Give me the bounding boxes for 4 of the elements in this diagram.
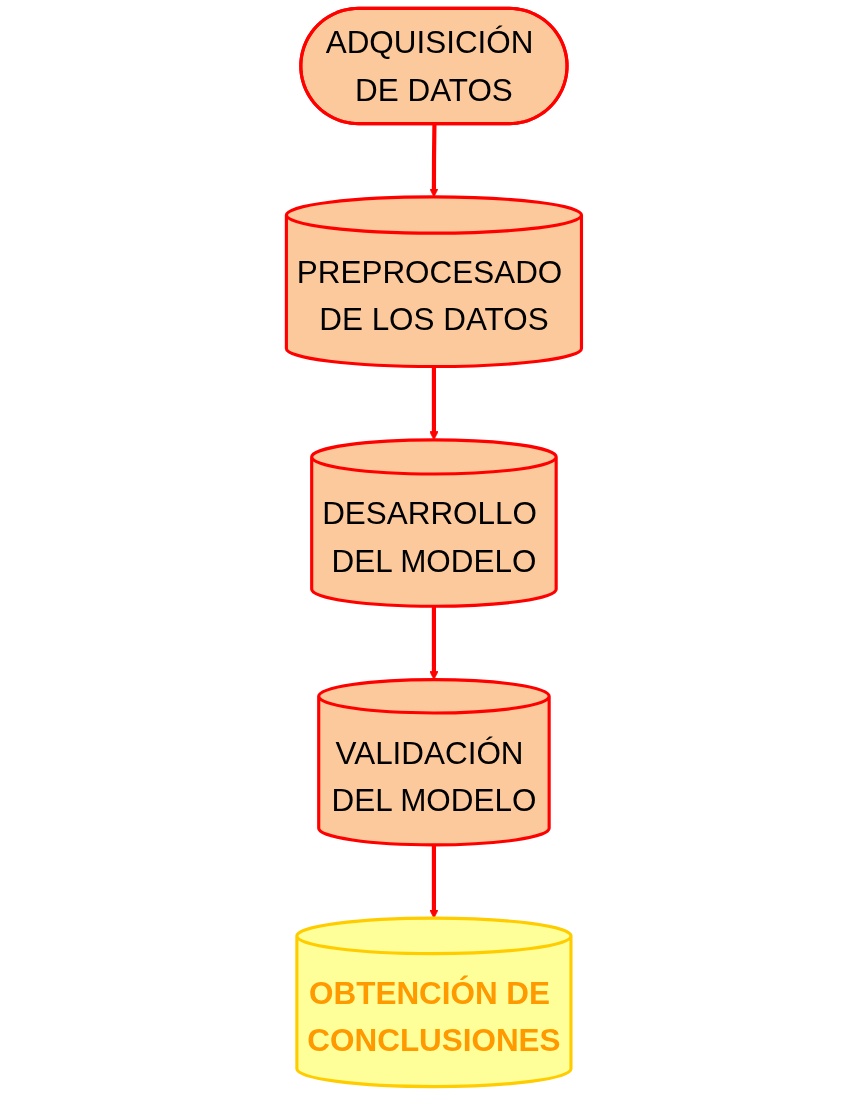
arrow bbox=[428, 124, 439, 198]
arrow bbox=[428, 606, 439, 680]
arrow bbox=[428, 366, 439, 441]
arrow bbox=[428, 844, 439, 919]
